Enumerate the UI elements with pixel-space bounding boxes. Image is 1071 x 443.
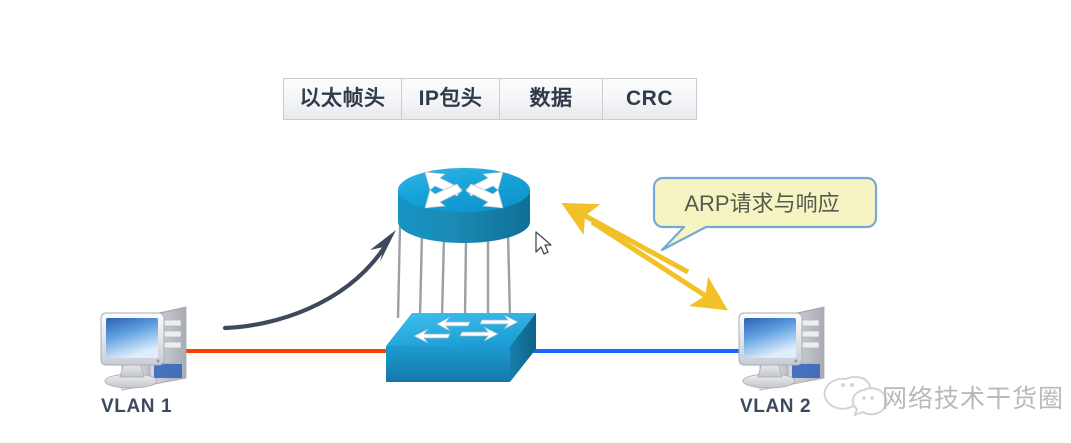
pc-vlan1[interactable] bbox=[100, 306, 187, 391]
switch-arrows-icon bbox=[413, 314, 519, 344]
pc-vlan2[interactable] bbox=[738, 306, 825, 391]
wechat-icon bbox=[823, 375, 888, 417]
ethernet-frame-structure: 以太帧头 IP包头 数据 CRC bbox=[283, 78, 697, 120]
frame-cell-ethernet-header: 以太帧头 bbox=[284, 79, 402, 119]
traffic-flow-arrow bbox=[222, 230, 396, 331]
arp-callout-label: ARP请求与响应 bbox=[684, 191, 840, 216]
router-arrows-icon bbox=[424, 171, 504, 209]
watermark-label: 网络技术干货圈 bbox=[882, 384, 1065, 413]
arp-callout bbox=[652, 176, 878, 252]
pc-vlan1-label: VLAN 1 bbox=[101, 396, 173, 417]
frame-cell-data: 数据 bbox=[500, 79, 603, 119]
mouse-cursor bbox=[535, 231, 552, 255]
arp-exchange-arrows bbox=[561, 202, 728, 311]
switch[interactable] bbox=[386, 313, 536, 382]
router[interactable] bbox=[398, 168, 530, 243]
router-switch-trunk bbox=[396, 225, 512, 319]
pc-vlan2-label: VLAN 2 bbox=[740, 396, 812, 417]
frame-cell-crc: CRC bbox=[603, 79, 696, 119]
frame-cell-ip-header: IP包头 bbox=[402, 79, 500, 119]
